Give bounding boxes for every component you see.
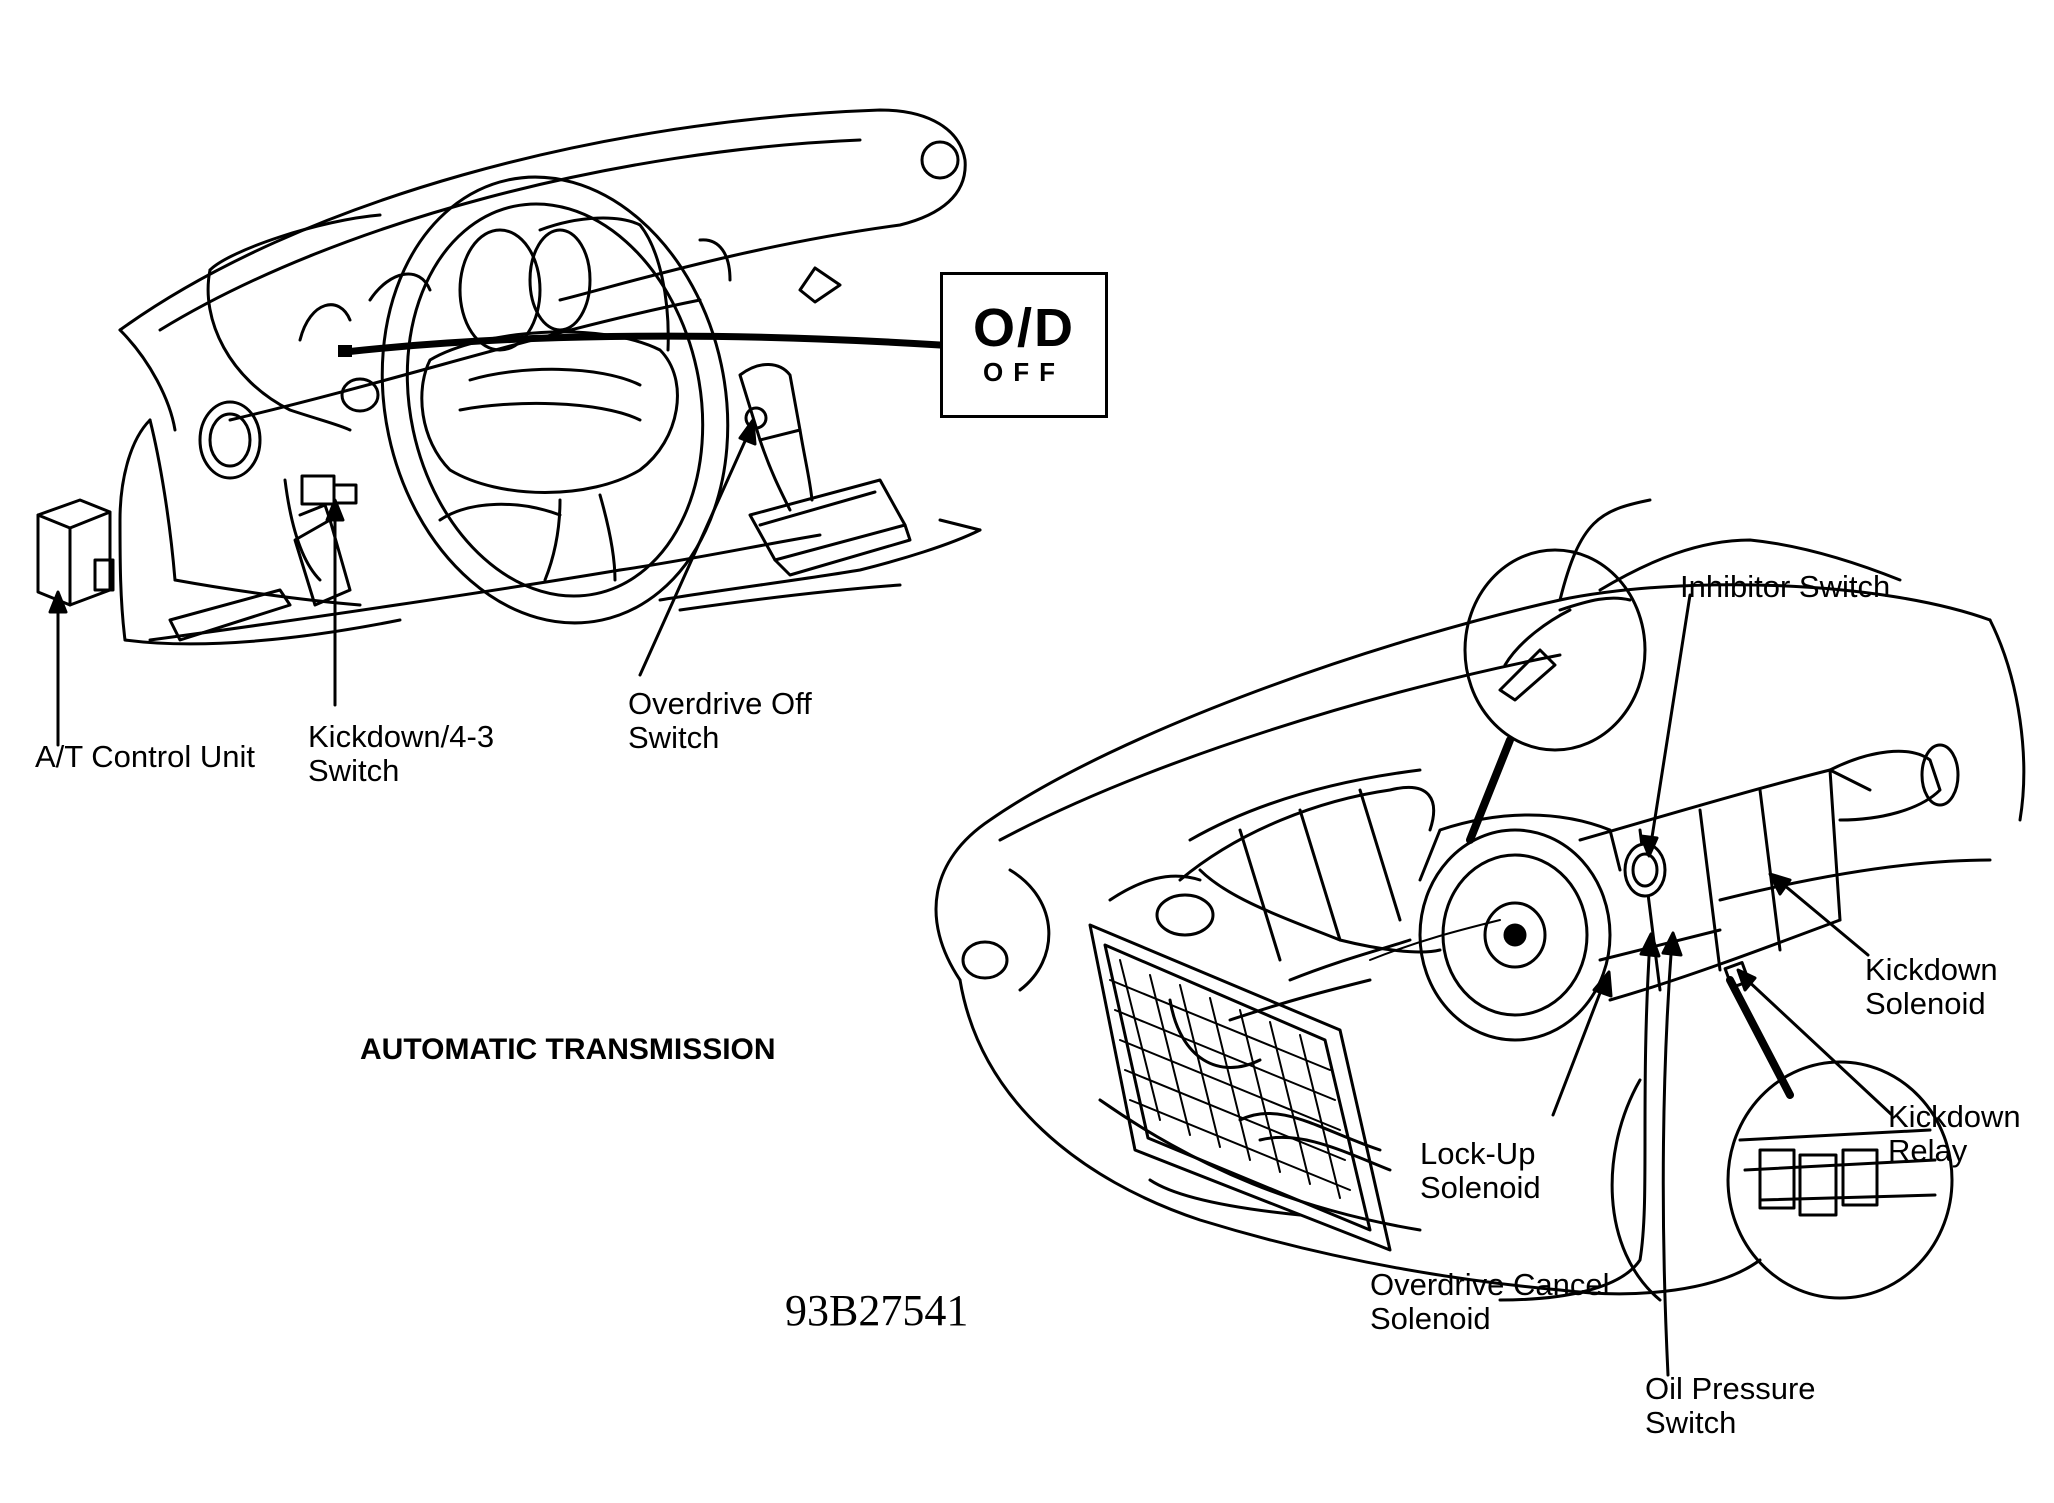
label-line: Switch xyxy=(628,720,720,755)
od-indicator-main: O/D xyxy=(972,298,1075,358)
label-oil-pressure-switch: Oil Pressure Switch xyxy=(1645,1372,1816,1440)
label-lockup-solenoid: Lock-Up Solenoid xyxy=(1420,1137,1541,1205)
label-line: Overdrive Off xyxy=(628,686,812,721)
label-kickdown-solenoid: Kickdown Solenoid xyxy=(1865,953,1998,1021)
label-inhibitor-switch: Inhibitor Switch xyxy=(1680,570,1890,604)
label-line: Inhibitor Switch xyxy=(1680,569,1891,604)
label-overdrive-off-switch: Overdrive Off Switch xyxy=(628,687,812,755)
label-line: A/T Control Unit xyxy=(35,739,255,774)
label-line: Switch xyxy=(1645,1405,1737,1440)
od-off-indicator: O/D OFF xyxy=(940,272,1108,418)
label-line: Relay xyxy=(1888,1133,1968,1168)
od-indicator-sub: OFF xyxy=(983,357,1065,387)
engine-bay-illustration xyxy=(934,498,2026,1302)
label-line: Kickdown xyxy=(1865,952,1998,987)
label-line: Solenoid xyxy=(1865,986,1986,1021)
engine-bay-leaders xyxy=(1498,593,1894,1377)
label-line: Solenoid xyxy=(1420,1170,1541,1205)
label-line: Overdrive Cancel xyxy=(1370,1267,1610,1302)
dashboard-leaders xyxy=(48,418,757,747)
label-line: Solenoid xyxy=(1370,1301,1491,1336)
label-overdrive-cancel-solenoid: Overdrive Cancel Solenoid xyxy=(1370,1268,1609,1336)
label-line: Kickdown xyxy=(1888,1099,2021,1134)
diagram-title: AUTOMATIC TRANSMISSION xyxy=(360,1033,776,1066)
label-line: Oil Pressure xyxy=(1645,1371,1816,1406)
label-line: Kickdown/4-3 xyxy=(308,719,495,754)
label-at-control-unit: A/T Control Unit xyxy=(35,740,255,774)
dashboard-illustration xyxy=(36,108,982,646)
figure-code: 93B27541 xyxy=(785,1286,969,1335)
label-line: Lock-Up xyxy=(1420,1136,1536,1171)
label-line: Switch xyxy=(308,753,400,788)
label-kickdown-relay: Kickdown Relay xyxy=(1888,1100,2021,1168)
label-kickdown-43-switch: Kickdown/4-3 Switch xyxy=(308,720,494,788)
